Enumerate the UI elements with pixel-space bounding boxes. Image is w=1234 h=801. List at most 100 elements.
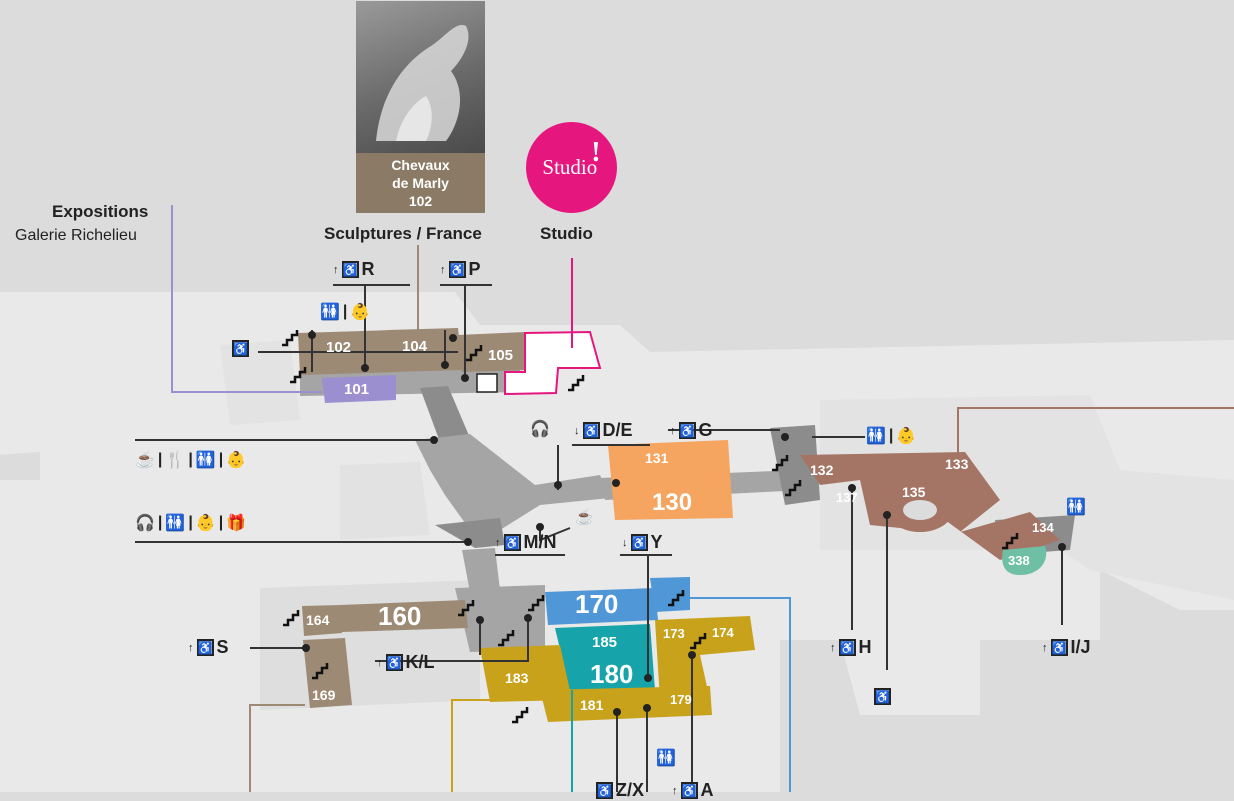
accessible-lift-icon-left[interactable]: ♿ <box>232 340 249 357</box>
featured-artwork-card[interactable]: Chevaux de Marly 102 <box>356 1 485 213</box>
artwork-room: 102 <box>408 193 433 209</box>
access-point-Y[interactable]: ↓♿Y <box>622 532 663 553</box>
baby-change-icon: 👶 <box>226 452 247 469</box>
access-label-A: A <box>700 780 714 800</box>
room-169-shape <box>303 638 352 708</box>
services-right-upper[interactable]: 🚻|👶 <box>866 427 917 445</box>
studio-section-label[interactable]: Studio <box>540 224 593 243</box>
room-105-shape <box>458 332 528 372</box>
access-point-H[interactable]: ↑♿H <box>830 637 872 658</box>
studio-logo[interactable]: Studio! <box>526 122 617 213</box>
toilets-icon: 🚻 <box>195 452 216 469</box>
room-label-185: 185 <box>592 634 617 651</box>
access-point-A[interactable]: ↑♿A <box>672 780 714 801</box>
accessible-elevator-icon: ♿ <box>874 688 891 705</box>
room-160-shape <box>340 600 468 632</box>
room-label-164: 164 <box>306 612 330 628</box>
divider: | <box>342 303 348 320</box>
access-point-S[interactable]: ↑♿S <box>188 637 229 658</box>
access-point-IJ[interactable]: ↑♿I/J <box>1042 637 1091 658</box>
baby-change-icon: 👶 <box>896 428 917 445</box>
access-point-P[interactable]: ↑♿P <box>440 259 481 280</box>
accessible-lift-icon: ♿ <box>1050 639 1068 656</box>
accessible-lift-icon: ♿ <box>341 261 359 278</box>
toilets-icon: 🚻 <box>656 750 676 767</box>
leader-lines <box>171 205 1234 792</box>
toilets-icon: 🚻 <box>866 428 886 445</box>
room-label-132: 132 <box>810 462 834 478</box>
accessible-lift-icon: ♿ <box>678 422 696 439</box>
up-arrow-icon: ↑ <box>188 641 194 654</box>
access-point-DE[interactable]: ↓♿D/E <box>574 420 633 441</box>
room-label-102: 102 <box>326 339 351 356</box>
studio-logo-mark: ! <box>591 136 601 168</box>
toilets-icon-bottom[interactable]: 🚻 <box>656 748 676 768</box>
stairs-icons <box>282 330 1019 724</box>
access-label-S: S <box>216 637 229 657</box>
up-arrow-icon: ↑ <box>830 641 836 654</box>
room-170-shape <box>545 588 658 625</box>
cafe-icon-center[interactable]: ☕ <box>575 508 594 526</box>
services-left-upper[interactable]: ☕|🍴|🚻|👶 <box>135 451 247 469</box>
room-label-170: 170 <box>575 589 618 619</box>
studio-room-shape <box>504 330 602 396</box>
up-arrow-icon: ↑ <box>440 263 446 276</box>
toilets-icon-right[interactable]: 🚻 <box>1066 497 1086 517</box>
up-arrow-icon: ↑ <box>670 424 676 437</box>
access-point-ZX[interactable]: ♿Z/X <box>596 780 644 801</box>
room-label-133: 133 <box>945 456 969 472</box>
access-point-R[interactable]: ↑♿R <box>333 259 375 280</box>
toilets-icon: 🚻 <box>320 304 340 321</box>
audioguide-icon: 🎧 <box>135 515 155 532</box>
cafe-icon: ☕ <box>575 509 594 526</box>
room-label-130: 130 <box>652 489 692 516</box>
room-label-181: 181 <box>580 697 604 713</box>
artwork-caption: Chevaux de Marly 102 <box>356 153 485 213</box>
up-arrow-icon: ↑ <box>495 536 501 549</box>
room-label-134: 134 <box>1032 520 1054 535</box>
accessible-elevator-bottom[interactable]: ♿ <box>874 688 891 705</box>
escalator-icon <box>476 373 498 393</box>
up-arrow-icon: ↑ <box>377 656 383 669</box>
down-arrow-icon: ↓ <box>622 536 628 549</box>
connector-lines <box>135 284 1063 792</box>
room-label-160: 160 <box>378 601 421 631</box>
accessible-lift-icon: ♿ <box>838 639 856 656</box>
studio-logo-text: Studio <box>542 155 598 179</box>
expositions-title[interactable]: Expositions <box>52 202 149 221</box>
accessible-lift-icon: ♿ <box>196 639 214 656</box>
access-label-MN: M/N <box>523 532 557 552</box>
up-arrow-icon: ↑ <box>672 784 678 797</box>
access-point-G[interactable]: ↑♿G <box>670 420 713 441</box>
down-arrow-icon: ↓ <box>574 424 580 437</box>
room-173-shape <box>655 616 755 700</box>
room-164-shape <box>302 605 342 636</box>
accessible-lift-icon: ♿ <box>448 261 466 278</box>
cafe-icon: ☕ <box>135 452 155 469</box>
access-label-G: G <box>698 420 713 440</box>
access-label-R: R <box>361 259 375 279</box>
accessible-lift-icon: ♿ <box>630 534 648 551</box>
audioguide-icon-center[interactable]: 🎧 <box>530 419 550 439</box>
sculptures-section-label[interactable]: Sculptures / France <box>324 224 482 243</box>
room-label-338: 338 <box>1008 553 1030 568</box>
room-170b-shape <box>650 577 690 612</box>
room-130-shape <box>608 440 733 520</box>
services-top-left[interactable]: 🚻|👶 <box>320 302 370 322</box>
room-label-179: 179 <box>670 692 692 707</box>
artwork-title-line1: Chevaux <box>391 157 450 173</box>
room-label-105: 105 <box>488 347 513 364</box>
access-point-KL[interactable]: ↑♿K/L <box>377 652 435 673</box>
accessible-lift-icon: ♿ <box>596 782 613 799</box>
services-left-lower[interactable]: 🎧|🚻|👶|🎁 <box>135 514 247 532</box>
room-label-183: 183 <box>505 670 529 686</box>
access-label-ZX: Z/X <box>616 780 645 800</box>
accessible-lift-icon: ♿ <box>503 534 521 551</box>
access-point-MN[interactable]: ↑♿M/N <box>495 532 557 553</box>
room-label-135: 135 <box>902 484 926 500</box>
access-label-H: H <box>858 637 872 657</box>
artwork-photo <box>356 1 485 153</box>
accessible-lift-icon: ♿ <box>680 782 698 799</box>
room-101-shape <box>322 375 396 403</box>
access-label-Y: Y <box>650 532 663 552</box>
